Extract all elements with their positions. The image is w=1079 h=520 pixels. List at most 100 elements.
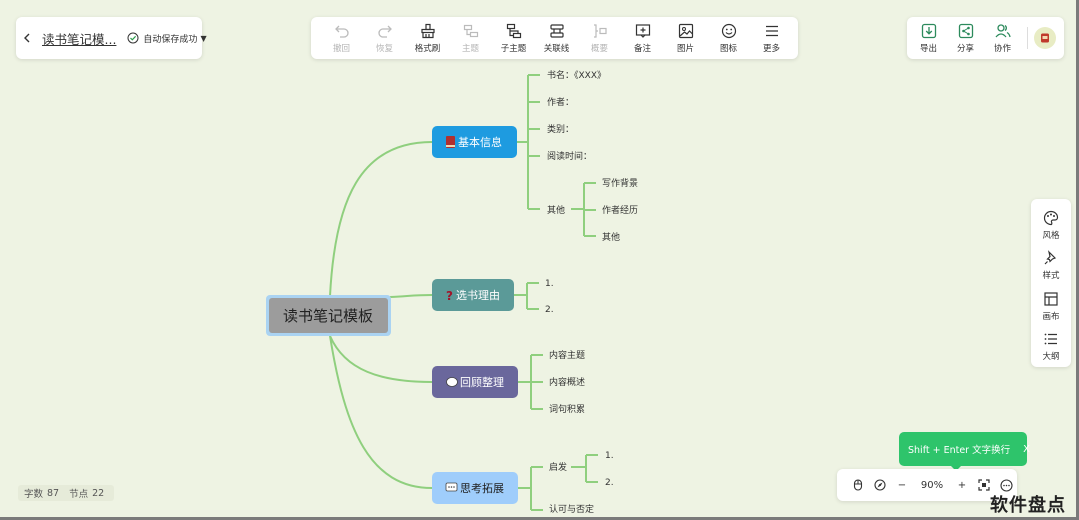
side-panel: 风格 样式 画布 大纲 — [1031, 199, 1071, 367]
leaf-node[interactable]: 1. — [545, 279, 554, 289]
locate-button[interactable] — [869, 474, 891, 496]
branch-node-reflection[interactable]: 思考拓展 — [432, 472, 518, 504]
emoji-button[interactable]: 图标 — [707, 17, 750, 59]
share-button[interactable]: 分享 — [947, 17, 984, 59]
tooltip-close-button[interactable]: X — [1023, 443, 1030, 455]
format-style-button[interactable]: 样式 — [1031, 246, 1071, 287]
note-icon — [635, 23, 650, 38]
leaf-node[interactable]: 内容概述 — [549, 376, 585, 388]
leaf-node[interactable]: 认可与否定 — [549, 503, 594, 515]
collaborate-button[interactable]: 协作 — [984, 17, 1021, 59]
fit-screen-button[interactable] — [973, 474, 995, 496]
outline-button[interactable]: 大纲 — [1031, 327, 1071, 368]
share-toolbar: 导出 分享 协作 — [907, 17, 1064, 59]
note-label: 备注 — [633, 43, 651, 54]
summary-button[interactable]: 概要 — [578, 17, 621, 59]
more-options-button[interactable] — [995, 474, 1017, 496]
emoji-label: 图标 — [719, 43, 737, 54]
image-button[interactable]: 图片 — [664, 17, 707, 59]
topic-icon — [463, 24, 478, 37]
undo-icon — [334, 25, 349, 38]
branch-label: 回顾整理 — [460, 375, 504, 389]
zoom-in-button[interactable]: + — [957, 479, 967, 491]
mindmap-connectors — [329, 74, 598, 511]
check-circle-icon — [127, 32, 139, 44]
leaf-node[interactable]: 其他 — [602, 231, 620, 243]
branch-node-basic-info[interactable]: 基本信息 — [432, 126, 517, 158]
back-arrow-icon[interactable] — [22, 30, 32, 46]
theme-style-button[interactable]: 风格 — [1031, 205, 1071, 246]
format-brush-icon — [420, 23, 435, 38]
share-icon — [958, 23, 973, 38]
branch-node-review[interactable]: 回顾整理 — [432, 366, 518, 398]
more-label: 更多 — [762, 43, 780, 54]
redo-icon — [377, 25, 392, 38]
canvas-label: 画布 — [1042, 311, 1060, 322]
relation-line-icon — [549, 23, 564, 38]
leaf-node[interactable]: 书名：《XXX》 — [547, 69, 606, 81]
branch-label: 思考拓展 — [460, 481, 504, 495]
fit-screen-icon — [978, 479, 990, 491]
avatar[interactable] — [1034, 27, 1056, 49]
image-label: 图片 — [676, 43, 694, 54]
subtopic-icon — [506, 23, 521, 38]
export-label: 导出 — [919, 43, 937, 54]
image-icon — [678, 23, 693, 38]
export-icon — [921, 23, 936, 38]
export-button[interactable]: 导出 — [910, 17, 947, 59]
redo-button[interactable]: 恢复 — [363, 17, 406, 59]
leaf-node[interactable]: 2. — [545, 305, 554, 315]
subtopic-node[interactable]: 其他 — [547, 204, 565, 216]
document-header: 读书笔记模... 自动保存成功 ▼ — [16, 17, 207, 59]
leaf-node[interactable]: 写作背景 — [602, 177, 638, 189]
collaborate-label: 协作 — [993, 43, 1011, 54]
word-count-label: 字数 — [24, 489, 44, 500]
format-brush-button[interactable]: 格式刷 — [406, 17, 449, 59]
leaf-node[interactable]: 2. — [605, 478, 614, 488]
undo-label: 撤回 — [332, 43, 350, 54]
topic-label: 主题 — [461, 43, 479, 54]
leaf-node[interactable]: 作者： — [547, 96, 574, 108]
leaf-node[interactable]: 词句积累 — [549, 403, 585, 415]
watermark: 软件盘点 — [990, 495, 1066, 516]
document-title[interactable]: 读书笔记模... — [42, 31, 117, 47]
zoom-out-button[interactable]: − — [897, 479, 907, 491]
caret-down-icon: ▼ — [200, 33, 207, 43]
layout-icon — [1044, 292, 1058, 306]
canvas-button[interactable]: 画布 — [1031, 286, 1071, 327]
branch-node-reason[interactable]: ? 选书理由 — [432, 279, 514, 311]
node-count-label: 节点 — [69, 489, 89, 500]
book-icon — [446, 136, 455, 148]
subtopic-label: 子主题 — [500, 43, 527, 54]
list-icon — [1044, 333, 1057, 345]
leaf-node[interactable]: 类别： — [547, 123, 574, 135]
redo-label: 恢复 — [375, 43, 393, 54]
leaf-node[interactable]: 阅读时间： — [547, 150, 592, 162]
root-node[interactable]: 读书笔记模板 — [266, 295, 391, 336]
style-label: 风格 — [1042, 230, 1060, 241]
leaf-node[interactable]: 1. — [605, 451, 614, 461]
zoom-level: 90% — [920, 479, 944, 491]
user-avatar-icon — [1041, 33, 1049, 43]
leaf-node[interactable]: 作者经历 — [602, 204, 638, 216]
save-status-text: 自动保存成功 — [143, 34, 198, 45]
subtopic-button[interactable]: 子主题 — [492, 17, 535, 59]
compass-icon — [874, 479, 886, 491]
save-status[interactable]: 自动保存成功 ▼ — [127, 32, 207, 45]
note-button[interactable]: 备注 — [621, 17, 664, 59]
mouse-mode-button[interactable] — [847, 474, 869, 496]
format-brush-label: 格式刷 — [414, 43, 441, 54]
topic-button[interactable]: 主题 — [449, 17, 492, 59]
document-stats: 字数 87 节点 22 — [18, 485, 115, 501]
undo-button[interactable]: 撤回 — [320, 17, 363, 59]
relation-line-button[interactable]: 关联线 — [535, 17, 578, 59]
share-label: 分享 — [956, 43, 974, 54]
subtopic-node[interactable]: 启发 — [549, 461, 567, 473]
word-count-value: 87 — [47, 487, 60, 499]
more-button[interactable]: 更多 — [750, 17, 793, 59]
tooltip-text: Shift + Enter 文字换行 — [908, 445, 1011, 456]
node-count-value: 22 — [92, 487, 105, 499]
zoom-bar: − 90% + — [837, 469, 1017, 501]
leaf-node[interactable]: 内容主题 — [549, 349, 585, 361]
